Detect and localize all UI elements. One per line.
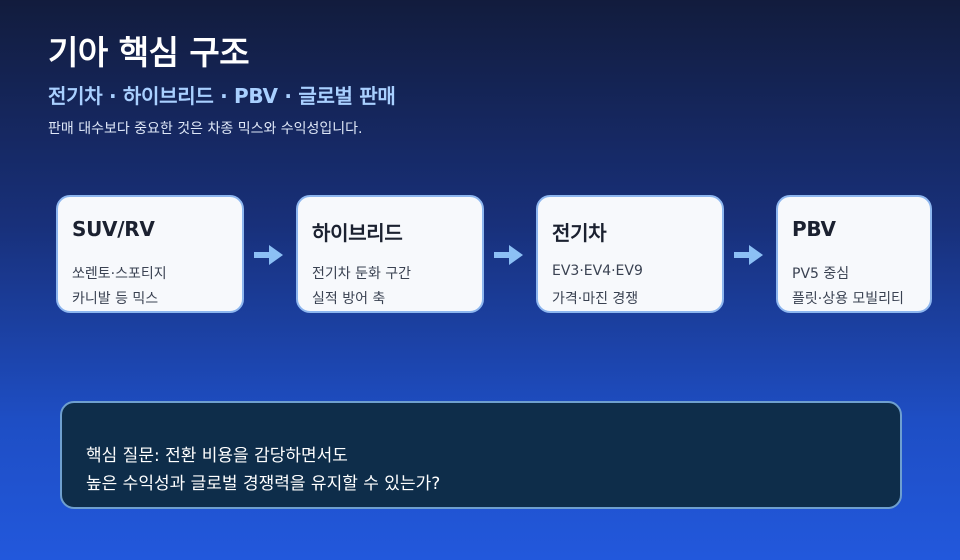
- page-description: 판매 대수보다 중요한 것은 차종 믹스와 수익성입니다.: [48, 121, 363, 137]
- key-question-line: 높은 수익성과 글로벌 경쟁력을 유지할 수 있는가?: [86, 474, 441, 494]
- page-subtitle: 전기차 · 하이브리드 · PBV · 글로벌 판매: [48, 84, 396, 108]
- right-arrow-icon: [494, 245, 523, 265]
- card-detail: EV3·EV4·EV9: [552, 263, 643, 279]
- card-title: 전기차: [552, 221, 607, 245]
- flow-card-suv-rv: SUV/RV 쏘렌토·스포티지 카니발 등 믹스: [56, 195, 244, 313]
- flow-card-hybrid: 하이브리드 전기차 둔화 구간 실적 방어 축: [296, 195, 484, 313]
- flow-card-ev: 전기차 EV3·EV4·EV9 가격·마진 경쟁: [536, 195, 724, 313]
- right-arrow-icon: [254, 245, 283, 265]
- flow-card-pbv: PBV PV5 중심 플릿·상용 모빌리티: [776, 195, 932, 313]
- key-question-box: 핵심 질문: 전환 비용을 감당하면서도 높은 수익성과 글로벌 경쟁력을 유지…: [60, 401, 902, 509]
- key-question-line: 핵심 질문: 전환 비용을 감당하면서도: [86, 446, 348, 466]
- page-title: 기아 핵심 구조: [48, 33, 250, 72]
- right-arrow-icon: [734, 245, 763, 265]
- card-detail: 플릿·상용 모빌리티: [792, 291, 904, 307]
- card-detail: 실적 방어 축: [312, 291, 386, 307]
- card-detail: 쏘렌토·스포티지: [72, 266, 167, 282]
- card-title: 하이브리드: [312, 221, 403, 245]
- card-detail: 카니발 등 믹스: [72, 291, 159, 307]
- card-title: PBV: [792, 217, 836, 241]
- card-title: SUV/RV: [72, 217, 155, 241]
- card-detail: PV5 중심: [792, 266, 850, 282]
- card-detail: 가격·마진 경쟁: [552, 291, 639, 307]
- card-detail: 전기차 둔화 구간: [312, 266, 412, 282]
